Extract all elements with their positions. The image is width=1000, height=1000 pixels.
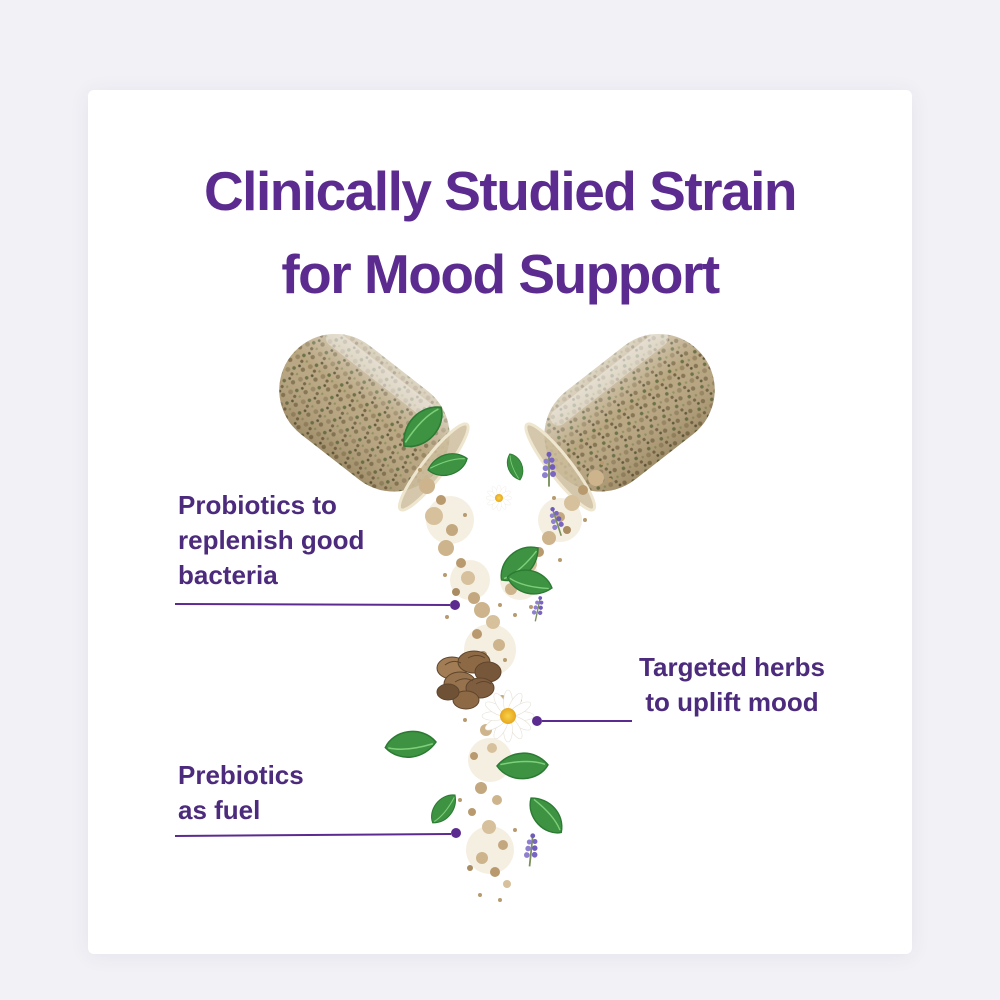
headline-line-1: Clinically Studied Strain — [203, 160, 798, 222]
callout-probiotics-label: Probiotics to replenish good bacteria — [178, 490, 365, 591]
leader-dot-probiotics — [450, 600, 460, 610]
headline-line-2: for Mood Support — [281, 242, 720, 305]
leader-dot-prebiotics — [451, 828, 461, 838]
callout-targeted-herbs-label: Targeted herbs to uplift mood — [639, 652, 825, 718]
herb-root-icon — [436, 650, 502, 710]
capsule-left-half-icon — [279, 330, 470, 512]
falling-powder-stream — [418, 461, 612, 902]
chamomile-flower-icon — [481, 484, 535, 743]
callout-leader-lines — [174, 603, 632, 837]
callout-prebiotics-label: Prebiotics as fuel — [178, 760, 304, 826]
leader-dot-herbs — [532, 716, 542, 726]
capsule-right-half-icon — [524, 330, 715, 512]
callout-dots — [450, 600, 542, 838]
leader-line-probiotics — [174, 603, 451, 606]
infographic-card — [88, 90, 912, 954]
leader-line-prebiotics — [174, 833, 452, 837]
headline: Clinically Studied Strain for Mood Suppo… — [0, 150, 1000, 315]
